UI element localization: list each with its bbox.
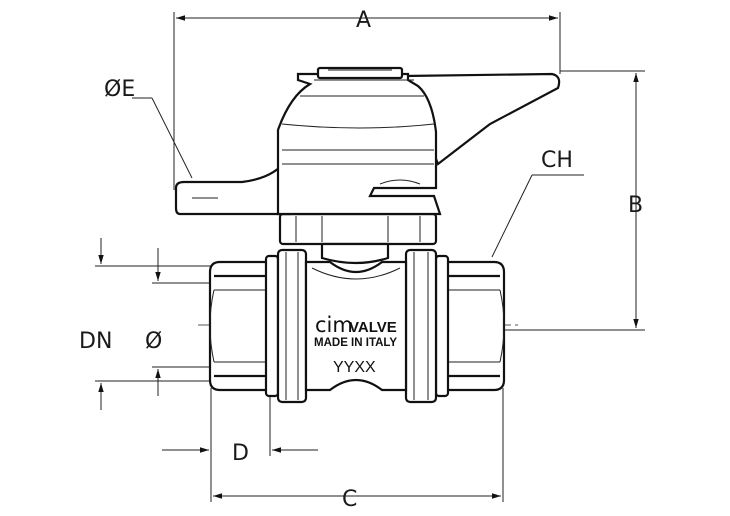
label-c: C	[342, 487, 357, 512]
dimension-a	[173, 12, 561, 190]
label-dn: DN	[79, 329, 112, 354]
right-end-connection	[444, 260, 506, 392]
lever-handle	[174, 66, 561, 216]
dimension-c	[210, 388, 504, 502]
leader-ch	[491, 174, 584, 258]
body-marking: cim VALVE MADE IN ITALY YYXX	[314, 313, 397, 376]
stem-bonnet	[278, 212, 438, 265]
left-flange-rings	[264, 248, 308, 404]
dimension-d	[162, 388, 318, 456]
marking-brand: cim	[315, 313, 353, 337]
label-b: B	[628, 193, 643, 218]
central-body	[304, 260, 408, 392]
marking-code: YYXX	[333, 359, 376, 376]
label-ch: CH	[541, 148, 573, 173]
dimension-dn	[95, 238, 212, 410]
right-flange-rings	[404, 248, 450, 404]
label-phi: Ø	[145, 329, 162, 354]
label-a: A	[356, 8, 371, 33]
marking-origin: MADE IN ITALY	[314, 337, 397, 349]
left-end-connection	[208, 260, 270, 392]
leader-e	[132, 97, 193, 179]
label-e: ØE	[104, 77, 135, 102]
marking-product: VALVE	[349, 319, 397, 336]
label-d: D	[232, 441, 249, 466]
